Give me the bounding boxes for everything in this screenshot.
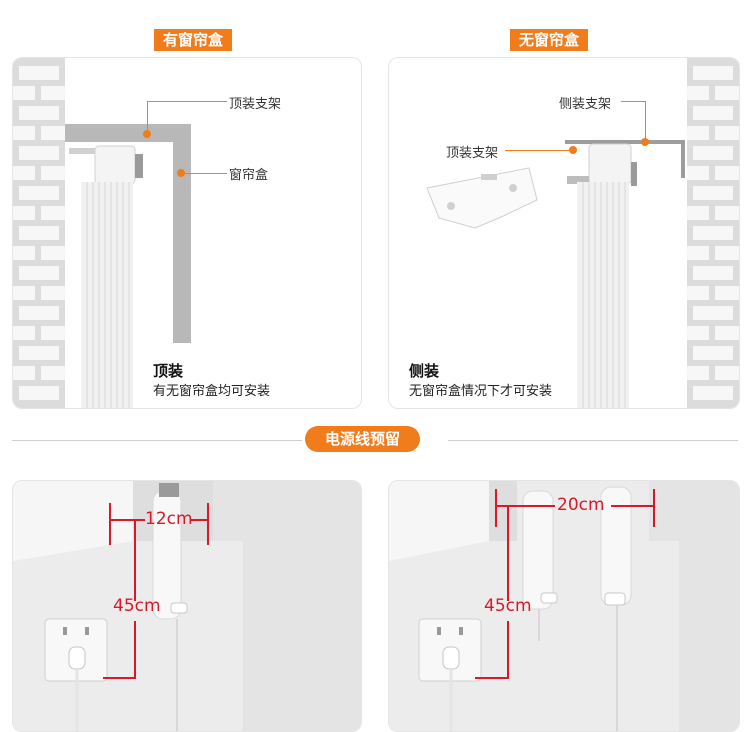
measure-width-label-2: 20cm (557, 495, 605, 515)
measure-bottom-tick (103, 677, 136, 679)
label-top-bracket: 顶装支架 (229, 97, 282, 112)
leader-top-bracket-side (505, 150, 571, 151)
measure-tick-right (207, 503, 209, 545)
top-mount-illustration (13, 58, 191, 408)
measure-tick-right-2 (653, 489, 655, 527)
title-top-mount: 顶装 (153, 362, 184, 380)
subtitle-top-mount: 有无窗帘盒均可安装 (153, 384, 271, 399)
measure-vertical-top-2 (507, 507, 509, 601)
measure-vertical-top (134, 521, 136, 601)
label-top-bracket-side: 顶装支架 (446, 146, 499, 161)
leader-top-bracket (147, 101, 227, 102)
leader-side-bracket-drop (645, 101, 646, 141)
measure-tick-left-2 (495, 489, 497, 527)
leader-curtain-box (181, 173, 227, 174)
panel-side-mount: 侧装支架 顶装支架 侧装 无窗帘盒情况下才可安装 (388, 57, 740, 409)
tag-without-curtain-box: 无窗帘盒 (510, 29, 589, 51)
measure-height-label: 45cm (113, 596, 161, 616)
marker-side-bracket (641, 138, 649, 146)
power-double-illustration (389, 481, 739, 731)
marker-top-bracket (143, 130, 151, 138)
measure-line-right (191, 519, 209, 521)
measure-tick-left (109, 503, 111, 545)
measure-width-label: 12cm (145, 509, 193, 529)
panel-power-double: 20cm 45cm (388, 480, 740, 732)
subtitle-side-mount: 无窗帘盒情况下才可安装 (409, 384, 553, 399)
measure-line-left-2 (495, 505, 555, 507)
measure-height-label-2: 45cm (484, 596, 532, 616)
title-side-mount: 侧装 (409, 362, 440, 380)
leader-side-bracket (621, 101, 645, 102)
divider-right (448, 440, 738, 441)
side-mount-illustration (426, 58, 739, 408)
measure-vertical-bottom (134, 621, 136, 677)
power-single-illustration (13, 481, 361, 731)
measure-vertical-bottom-2 (507, 621, 509, 677)
measure-bottom-tick-2 (475, 677, 509, 679)
panel-power-single: 12cm 45cm (12, 480, 362, 732)
measure-line-right-2 (611, 505, 655, 507)
label-curtain-box: 窗帘盒 (229, 168, 269, 183)
label-side-bracket: 侧装支架 (559, 97, 612, 112)
panel-top-mount: 顶装支架 窗帘盒 顶装 有无窗帘盒均可安装 (12, 57, 362, 409)
tag-with-curtain-box: 有窗帘盒 (154, 29, 233, 51)
marker-top-bracket-side (569, 146, 577, 154)
measure-line-left (109, 519, 145, 521)
leader-top-bracket-drop (147, 101, 148, 134)
tag-power-line: 电源线预留 (305, 426, 421, 452)
divider-left (12, 440, 302, 441)
